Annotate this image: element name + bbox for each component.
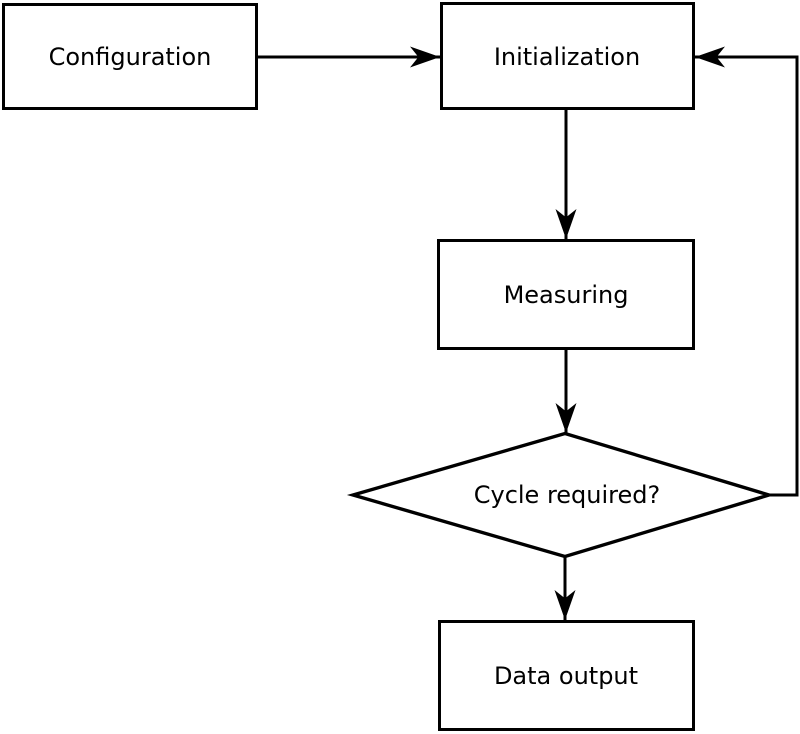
node-measuring-box [437, 239, 695, 350]
node-cycle-required: Cycle required? [346, 431, 775, 559]
node-measuring: Measuring [437, 239, 695, 350]
node-configuration-box [2, 3, 258, 110]
node-measuring-label: Measuring [504, 281, 629, 309]
node-initialization: Initialization [440, 2, 695, 110]
node-cycle-required-label: Cycle required? [474, 481, 661, 509]
node-cycle-required-diamond [346, 431, 775, 559]
edge-cycle-required-feedback-to-initialization [695, 46, 799, 497]
node-configuration-label: Configuration [49, 43, 212, 71]
node-configuration: Configuration [2, 3, 258, 110]
node-data-output-label: Data output [494, 662, 638, 690]
node-data-output: Data output [438, 620, 695, 731]
node-initialization-box [440, 2, 695, 110]
node-initialization-label: Initialization [494, 43, 640, 71]
node-data-output-box [438, 620, 695, 731]
